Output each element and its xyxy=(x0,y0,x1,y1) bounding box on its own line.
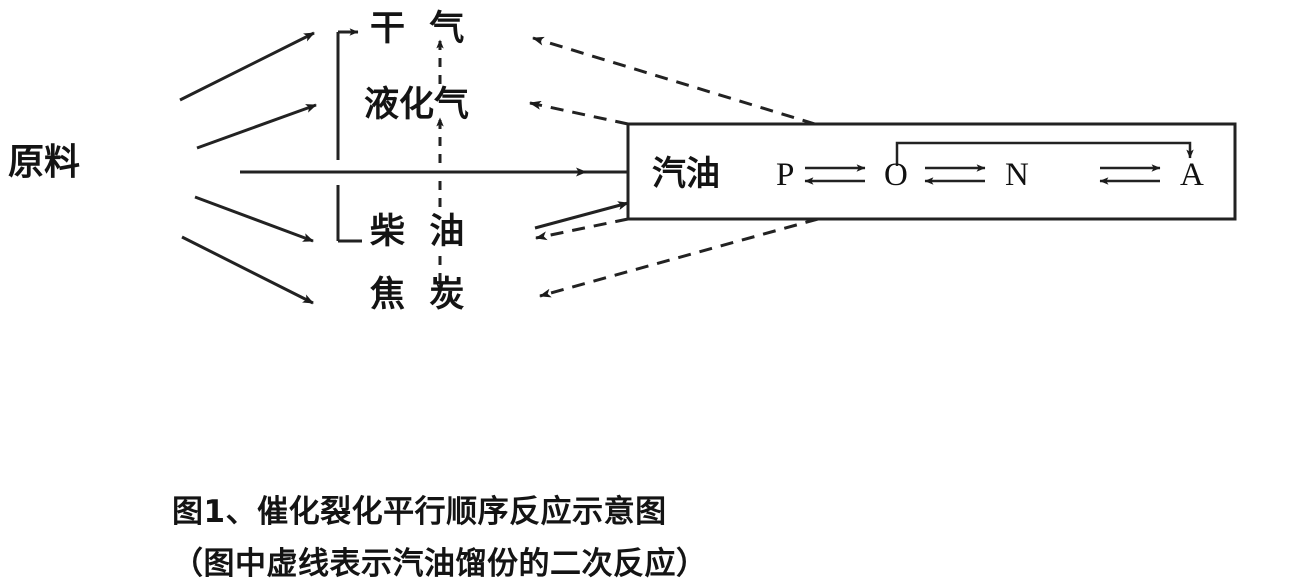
feed-arrow-to-coke xyxy=(181,235,314,305)
feed-arrow-to-liquefied-gas xyxy=(196,103,317,150)
pona-species-o: O xyxy=(884,157,908,193)
feed-arrow-to-diesel xyxy=(194,195,314,243)
product-label-diesel: 柴 油 xyxy=(370,212,465,252)
figure-caption-note: （图中虚线表示汽油馏份的二次反应） xyxy=(172,546,708,582)
diesel-recycle-solid-arrow xyxy=(534,201,629,230)
pona-species-p: P xyxy=(776,157,795,193)
equilibrium-arrow-p-o xyxy=(804,164,866,185)
pona-species-a: A xyxy=(1180,157,1204,193)
pona-recycle-loop xyxy=(895,141,1194,166)
equilibrium-arrow-n-a xyxy=(1099,164,1161,185)
product-bracket xyxy=(336,28,362,243)
feedstock-label: 原料 xyxy=(8,142,81,183)
product-label-coke: 焦 炭 xyxy=(370,275,465,315)
feed-arrow-to-dry-gas xyxy=(179,31,315,102)
pona-species-n: N xyxy=(1005,157,1029,193)
product-label-dry-gas: 干 气 xyxy=(370,9,465,49)
equilibrium-arrow-o-n xyxy=(924,164,986,185)
product-label-liquefied-gas: 液化气 xyxy=(364,85,470,125)
reaction-box-title-gasoline: 汽油 xyxy=(652,154,720,194)
figure-caption-title: 图1、催化裂化平行顺序反应示意图 xyxy=(172,494,667,530)
